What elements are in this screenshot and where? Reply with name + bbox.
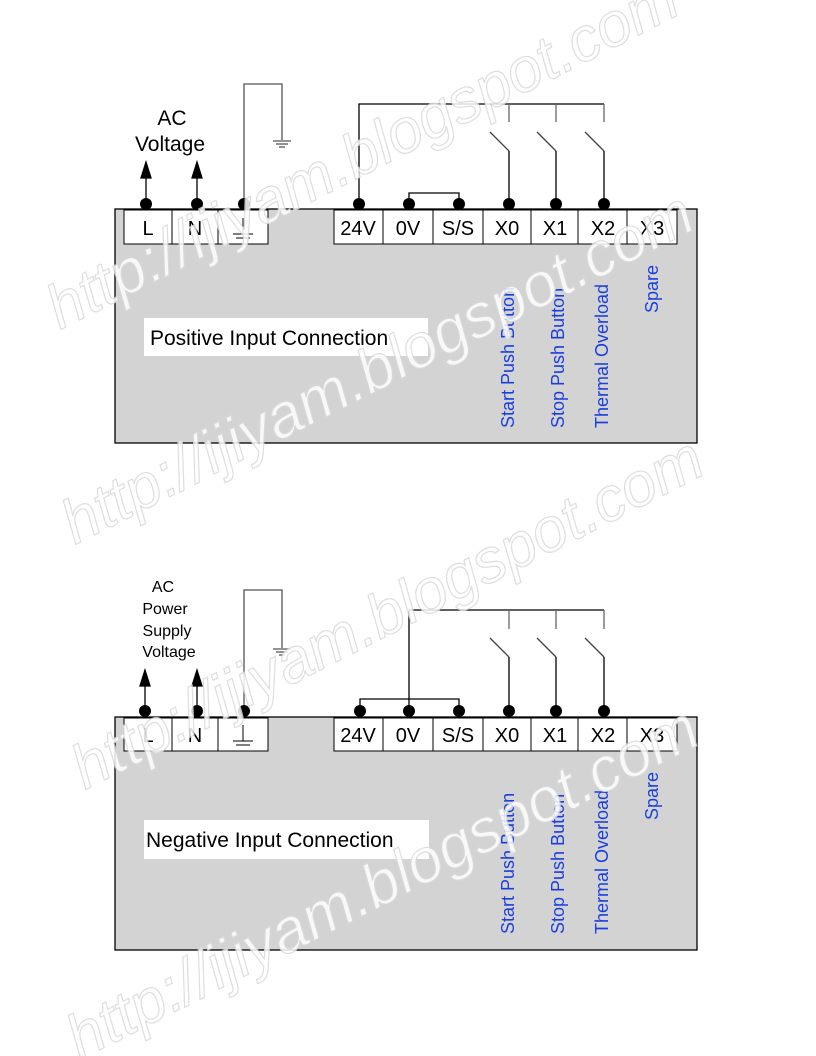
terminal-ss[interactable]: [432, 209, 484, 245]
terminal-N[interactable]: [171, 717, 219, 752]
input-label-stop: Stop Push Button: [548, 288, 568, 428]
terminal-x3[interactable]: [626, 717, 678, 752]
terminal-x3-label: X3: [640, 218, 664, 240]
ac-label-line-3: Supply: [143, 623, 192, 640]
input-label-thermal: Thermal Overload: [592, 790, 612, 934]
terminal-ss-label: S/S: [442, 218, 474, 240]
terminal-x0-label: X0: [495, 725, 519, 747]
terminal-x1-label: X1: [543, 725, 567, 747]
earth-wire: [243, 83, 291, 202]
diagram-title: Negative Input Connection: [146, 829, 394, 852]
switch-stop: [536, 637, 557, 710]
arrow-up-icon: [191, 159, 203, 179]
switch-thermal-overload: [584, 131, 605, 202]
input-label-spare: Spare: [642, 772, 662, 820]
switch-common-wire: [408, 609, 605, 710]
terminal-x1-label: X1: [543, 218, 567, 240]
negative-input-diagram: L N 24V 0V S/S X0 X1 X2 X3 AC Po: [114, 579, 698, 951]
ground-icon: [233, 725, 253, 746]
ac-label-line-1: AC: [152, 579, 174, 596]
earth-wire: [243, 589, 291, 710]
terminal-x2[interactable]: [577, 717, 628, 752]
terminal-L-label: L: [142, 725, 153, 747]
ac-label-line-2: Voltage: [135, 133, 205, 156]
arrow-up-icon: [140, 159, 152, 179]
switch-stop: [536, 131, 557, 202]
terminal-L[interactable]: [123, 209, 173, 245]
terminal-0v-label: 0V: [396, 725, 421, 747]
ac-label-line-4: Voltage: [142, 644, 195, 661]
ground-icon: [233, 218, 253, 239]
terminal-dots: [139, 705, 610, 717]
switch-common-wire: [358, 103, 605, 202]
ac-label-line-1: AC: [157, 107, 186, 130]
common-jumper: [359, 698, 460, 710]
input-label-spare: Spare: [642, 265, 662, 313]
terminal-dots: [140, 198, 610, 210]
title-background: [144, 820, 429, 859]
terminal-24v-label: 24V: [340, 725, 376, 747]
positive-input-diagram: L N 24V 0V S/S X0 X1 X2 X3 AC: [114, 83, 698, 444]
terminal-N-label: N: [188, 218, 202, 240]
terminal-x2-label: X2: [591, 218, 615, 240]
terminal-x3[interactable]: [626, 209, 678, 245]
terminal-x0-label: X0: [495, 218, 519, 240]
terminal-x0[interactable]: [482, 717, 532, 752]
terminal-x3-label: X3: [640, 725, 664, 747]
terminal-0v[interactable]: [382, 717, 434, 752]
common-jumper: [408, 192, 460, 202]
terminal-24v-label: 24V: [340, 218, 376, 240]
terminal-L-label: L: [142, 218, 153, 240]
input-label-stop: Stop Push Button: [548, 794, 568, 934]
terminal-x1[interactable]: [530, 209, 579, 245]
io-terminal-strip: 24V 0V S/S X0 X1 X2 X3: [333, 717, 678, 752]
io-terminal-strip: 24V 0V S/S X0 X1 X2 X3: [333, 209, 678, 245]
terminal-x2-label: X2: [591, 725, 615, 747]
diagram-title: Positive Input Connection: [150, 327, 388, 350]
terminal-N[interactable]: [171, 209, 219, 245]
ac-label-line-2: Power: [142, 601, 188, 618]
terminal-0v-label: 0V: [396, 218, 421, 240]
power-terminal-strip: L N: [123, 209, 269, 245]
input-label-start: Start Push Button: [498, 287, 518, 428]
switch-start: [489, 637, 510, 710]
input-label-thermal: Thermal Overload: [592, 284, 612, 428]
terminal-24v[interactable]: [333, 209, 384, 245]
switch-start: [489, 131, 510, 202]
arrow-up-icon: [139, 667, 151, 687]
title-background: [144, 318, 428, 356]
switch-thermal-overload: [584, 637, 605, 710]
input-label-start: Start Push Button: [498, 793, 518, 934]
terminal-N-label: N: [188, 725, 202, 747]
ac-arrows: [140, 159, 203, 202]
power-terminal-strip: L N: [123, 717, 269, 752]
terminal-ss-label: S/S: [442, 725, 474, 747]
terminal-L[interactable]: [123, 717, 173, 752]
arrow-up-icon: [191, 667, 203, 687]
